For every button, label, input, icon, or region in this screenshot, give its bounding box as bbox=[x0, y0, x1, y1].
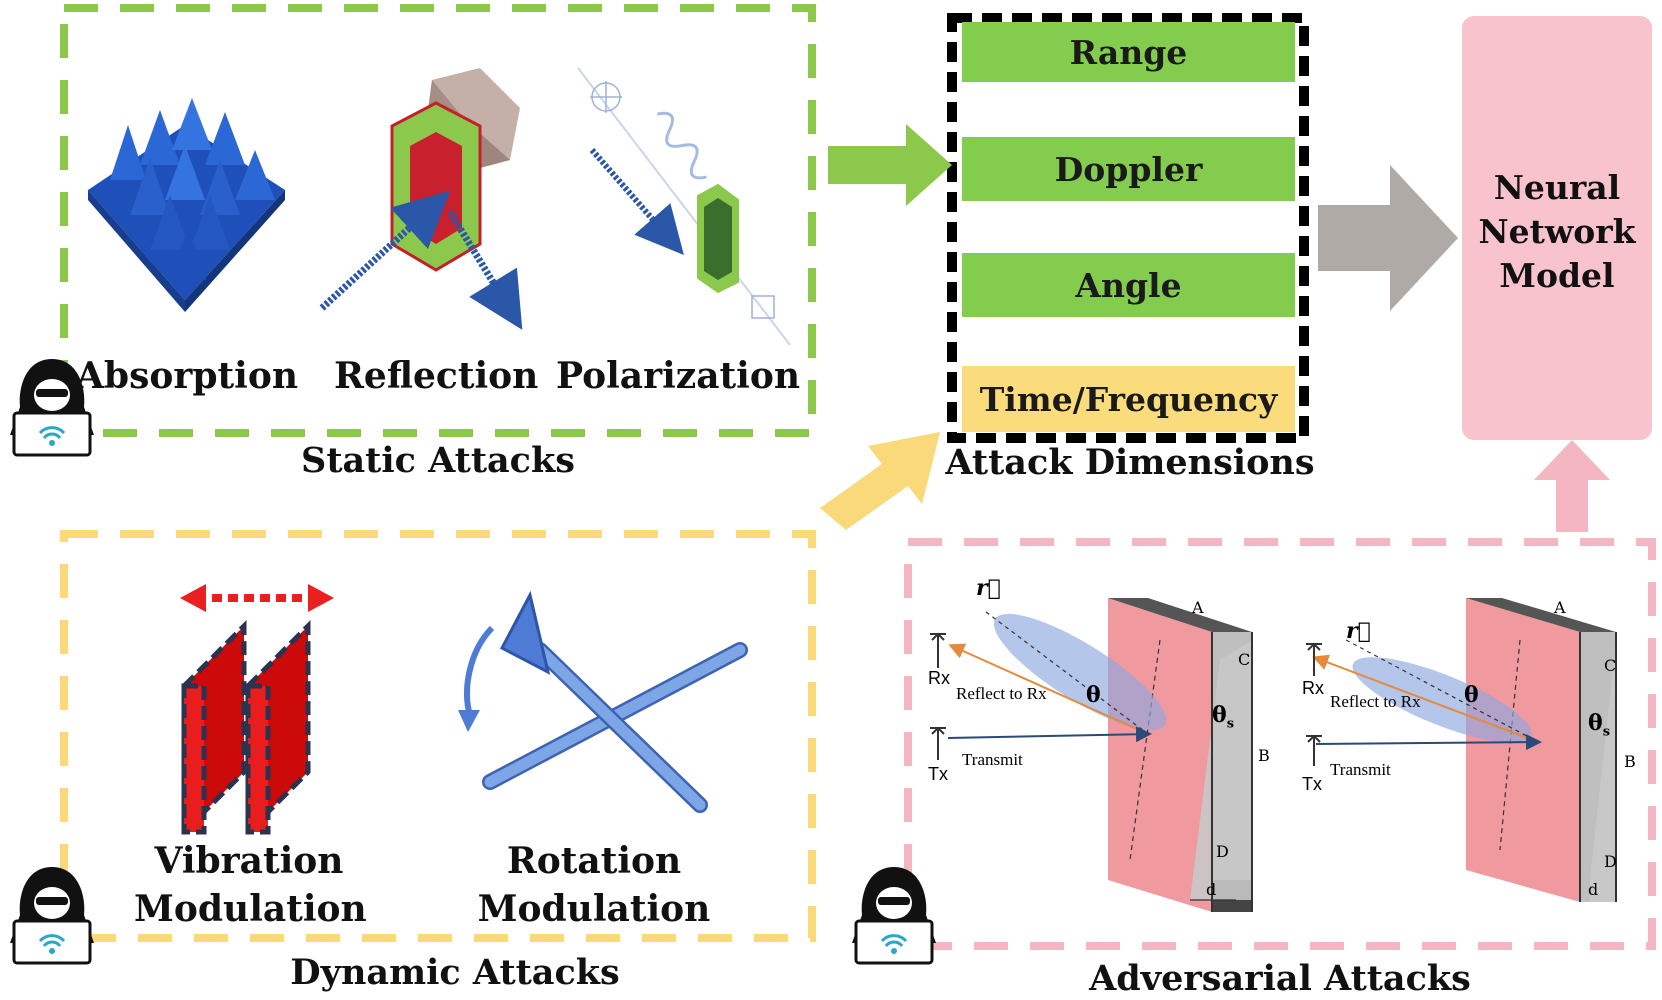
hacker-icon bbox=[10, 867, 94, 965]
adv-right-theta-s: θs bbox=[1588, 710, 1611, 740]
adv-left-B: B bbox=[1258, 746, 1270, 765]
neural-network-model-box bbox=[1462, 16, 1652, 440]
hacker-icon bbox=[852, 867, 936, 965]
dimension-angle: Angle bbox=[962, 253, 1295, 317]
adv-right-rx: Rx bbox=[1302, 678, 1324, 698]
dynamic-attacks-frame bbox=[60, 530, 816, 942]
rotation-label-line1: Rotation bbox=[506, 840, 682, 882]
model-label-line3: Model bbox=[1499, 256, 1615, 295]
adv-right-reflect: Reflect to Rx bbox=[1330, 692, 1421, 711]
dimension-doppler: Doppler bbox=[962, 137, 1295, 201]
model-label-line1: Neural bbox=[1493, 168, 1621, 207]
absorber-foam-icon bbox=[88, 98, 285, 312]
rotation-label-line2: Modulation bbox=[477, 888, 711, 930]
dimension-range: Range bbox=[962, 22, 1295, 82]
adversarial-diagram-right bbox=[1306, 598, 1617, 902]
dynamic-attacks-title: Dynamic Attacks bbox=[290, 952, 620, 993]
polarization-icon bbox=[577, 67, 791, 346]
adv-right-B: B bbox=[1624, 752, 1636, 771]
reflection-label: Reflection bbox=[334, 355, 539, 397]
absorption-label: Absorption bbox=[76, 355, 299, 397]
adv-right-tx: Tx bbox=[1302, 774, 1322, 794]
rotation-mirror-icon bbox=[458, 590, 748, 813]
adv-right-r: r⃗ bbox=[1346, 618, 1371, 644]
adv-left-tx: Tx bbox=[928, 764, 948, 784]
adv-left-r: r⃗ bbox=[976, 575, 1001, 601]
polarization-label: Polarization bbox=[556, 355, 801, 397]
model-label-line2: Network bbox=[1478, 212, 1636, 251]
adversarial-attacks-frame bbox=[904, 538, 1656, 950]
adversarial-diagram-left bbox=[930, 598, 1253, 912]
attack-dimensions-title: Attack Dimensions bbox=[945, 442, 1315, 483]
yellow-arrow-icon bbox=[820, 432, 940, 530]
adv-right-transmit: Transmit bbox=[1330, 760, 1391, 779]
static-attacks-frame bbox=[60, 4, 816, 437]
adv-left-d: d bbox=[1206, 880, 1217, 899]
static-attacks-title: Static Attacks bbox=[301, 440, 575, 481]
vibration-label-line2: Modulation bbox=[134, 888, 367, 930]
adv-right-theta: θ bbox=[1464, 682, 1479, 708]
adv-right-C: C bbox=[1604, 656, 1617, 675]
adv-left-D: D bbox=[1216, 842, 1229, 861]
adv-right-A: A bbox=[1554, 598, 1566, 617]
pink-up-arrow-icon bbox=[1534, 440, 1610, 532]
hacker-icon bbox=[10, 359, 94, 457]
green-arrow-icon bbox=[828, 124, 952, 206]
adv-right-D: D bbox=[1604, 852, 1617, 871]
adv-left-rx: Rx bbox=[928, 668, 950, 688]
adv-left-C: C bbox=[1238, 650, 1251, 669]
adversarial-attacks-title: Adversarial Attacks bbox=[1089, 958, 1471, 999]
adv-left-reflect: Reflect to Rx bbox=[956, 684, 1047, 703]
reflection-icon bbox=[319, 68, 523, 330]
vibration-panels-icon bbox=[180, 584, 334, 839]
adv-left-A: A bbox=[1192, 598, 1204, 617]
adv-left-theta: θ bbox=[1086, 682, 1101, 708]
gray-arrow-icon bbox=[1318, 165, 1458, 311]
adv-right-d: d bbox=[1588, 880, 1599, 899]
adv-left-transmit: Transmit bbox=[962, 750, 1023, 769]
dimension-time-frequency: Time/Frequency bbox=[962, 366, 1295, 432]
vibration-label-line1: Vibration bbox=[154, 840, 344, 882]
adv-left-theta-s: θs bbox=[1212, 702, 1235, 732]
attack-dimensions-frame bbox=[947, 13, 1309, 443]
